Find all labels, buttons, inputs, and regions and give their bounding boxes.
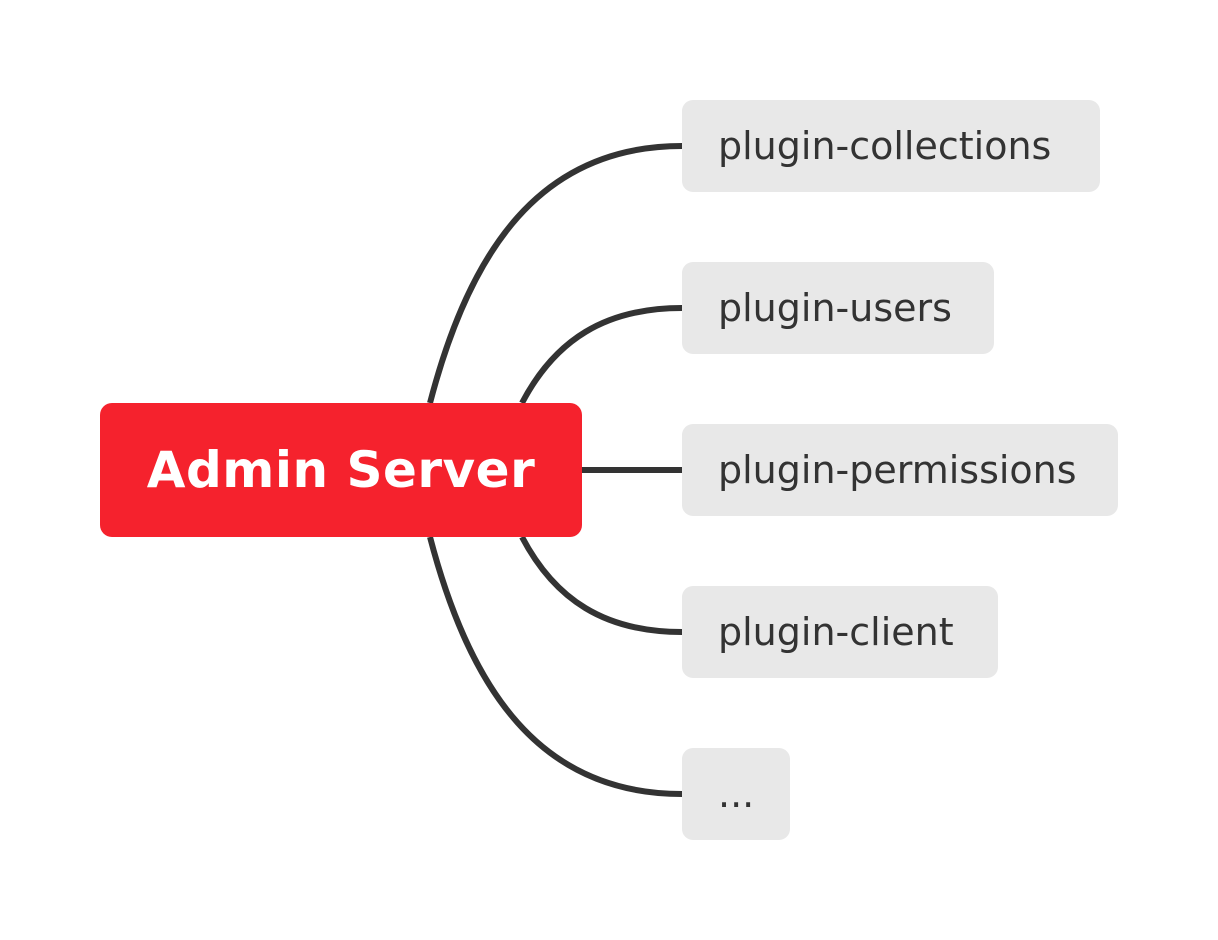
root-node-label: Admin Server xyxy=(146,441,536,499)
child-node-label: plugin-client xyxy=(718,610,954,654)
root-node-admin-server[interactable]: Admin Server xyxy=(100,403,582,537)
child-node-label: plugin-users xyxy=(718,286,952,330)
connector-plugin-users xyxy=(519,305,683,405)
child-node-ellipsis[interactable]: ... xyxy=(682,748,790,840)
connector-plugin-client xyxy=(519,535,683,635)
child-node-label: plugin-permissions xyxy=(718,448,1077,492)
connector-ellipsis xyxy=(427,536,683,797)
child-node-plugin-permissions[interactable]: plugin-permissions xyxy=(682,424,1118,516)
child-node-label: plugin-collections xyxy=(718,124,1052,168)
child-node-plugin-collections[interactable]: plugin-collections xyxy=(682,100,1100,192)
child-node-plugin-client[interactable]: plugin-client xyxy=(682,586,998,678)
child-node-plugin-users[interactable]: plugin-users xyxy=(682,262,994,354)
connector-plugin-collections xyxy=(427,143,683,404)
child-node-label: ... xyxy=(718,772,755,816)
